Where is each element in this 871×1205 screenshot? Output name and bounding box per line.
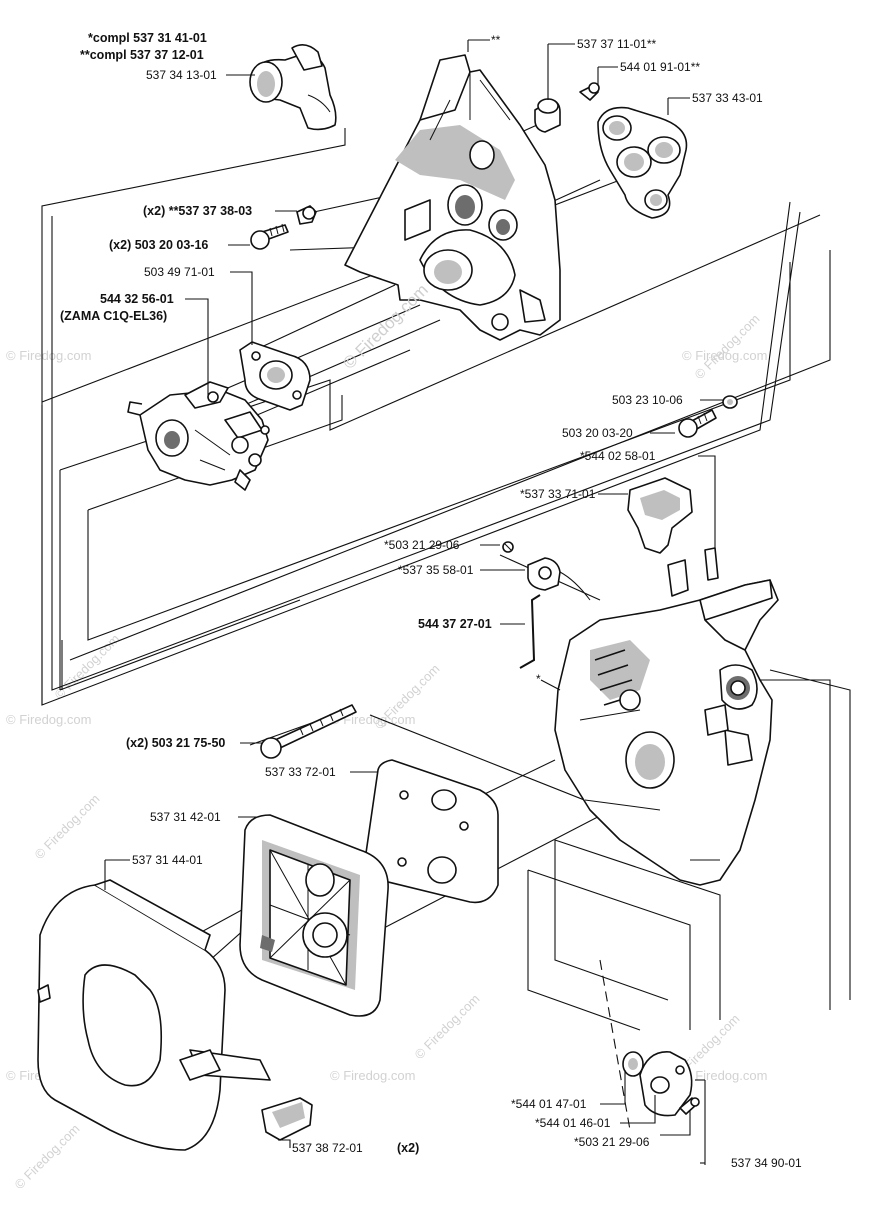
long-screw-part[interactable] — [260, 704, 357, 759]
label-part[interactable]: 544 32 56-01 — [100, 292, 174, 306]
washer-part[interactable] — [722, 395, 738, 409]
label-part[interactable]: (x2) **537 37 38-03 — [143, 204, 252, 218]
watermark: © Firedog.com — [330, 1068, 415, 1083]
air-filter-cover-part[interactable] — [37, 879, 271, 1151]
label-part[interactable]: *544 02 58-01 — [580, 449, 656, 463]
part-labels: *compl 537 31 41-01 **compl 537 37 12-01… — [60, 31, 802, 1170]
label-part[interactable]: 503 49 71-01 — [144, 265, 215, 279]
label-part[interactable]: 537 34 13-01 — [146, 68, 217, 82]
label-part[interactable]: *503 21 29-06 — [384, 538, 460, 552]
watermark: © Firedog.com — [12, 1121, 83, 1192]
washer-part[interactable] — [622, 1051, 644, 1077]
carburetor-part[interactable] — [127, 381, 270, 491]
label-part: * — [536, 672, 541, 686]
label-part[interactable]: 537 37 11-01** — [577, 37, 657, 51]
watermark: © Firedog.com — [32, 791, 103, 862]
assembly-lines — [41, 124, 851, 1131]
label-compl-2[interactable]: **compl 537 37 12-01 — [80, 48, 204, 62]
watermark: © Firedog.com — [6, 712, 91, 727]
air-filter-part[interactable] — [239, 814, 389, 1017]
carburetor-bracket-part[interactable] — [344, 54, 561, 341]
label-part-qty: (x2) — [397, 1141, 419, 1155]
label-part[interactable]: 503 23 10-06 — [612, 393, 683, 407]
label-part[interactable]: (x2) 503 20 03-16 — [109, 238, 208, 252]
screw-part[interactable] — [678, 409, 717, 438]
label-part[interactable]: (x2) 503 21 75-50 — [126, 736, 225, 750]
label-part[interactable]: 544 01 91-01** — [620, 60, 700, 74]
label-part[interactable]: 544 37 27-01 — [418, 617, 492, 631]
label-part[interactable]: 537 31 44-01 — [132, 853, 203, 867]
watermark-center: © Firedog.com — [339, 280, 431, 372]
carburetor-gasket-part[interactable] — [239, 341, 311, 411]
mounting-plate-part[interactable] — [639, 1051, 693, 1117]
leader-lines — [104, 39, 723, 1165]
watermark: © Firedog.com — [682, 348, 767, 363]
label-part[interactable]: 537 38 72-01 — [292, 1141, 363, 1155]
label-part[interactable]: *537 33 71-01 — [520, 487, 596, 501]
watermark: © Firedog.com — [682, 1068, 767, 1083]
label-part[interactable]: 537 31 42-01 — [150, 810, 221, 824]
watermark: © Firedog.com — [6, 348, 91, 363]
label-part[interactable]: 503 20 03-20 — [562, 426, 633, 440]
screw-part[interactable] — [296, 205, 317, 225]
screw-part[interactable] — [679, 1097, 700, 1115]
label-part[interactable]: *544 01 46-01 — [535, 1116, 611, 1130]
watermark: © Firedog.com — [412, 991, 483, 1062]
cover-clip-part[interactable] — [261, 1097, 313, 1141]
air-filter-housing-part[interactable] — [554, 579, 779, 886]
label-part[interactable]: 537 33 72-01 — [265, 765, 336, 779]
label-part-note: (ZAMA C1Q-EL36) — [60, 309, 167, 323]
label-part[interactable]: *537 35 58-01 — [398, 563, 474, 577]
watermark: © Firedog.com — [330, 712, 415, 727]
label-part[interactable]: 537 34 90-01 — [731, 1156, 802, 1170]
stop-switch-part[interactable] — [527, 557, 591, 601]
label-part[interactable]: ** — [491, 33, 501, 47]
label-compl-1[interactable]: *compl 537 31 41-01 — [88, 31, 207, 45]
screw-part[interactable] — [250, 223, 289, 250]
label-part[interactable]: *544 01 47-01 — [511, 1097, 587, 1111]
throttle-bracket-part[interactable] — [627, 477, 719, 597]
intake-elbow-part[interactable] — [249, 44, 337, 131]
filter-gasket-part[interactable] — [364, 759, 499, 904]
watermark: © Firedog.com — [692, 311, 763, 382]
intake-gasket-part[interactable] — [597, 106, 688, 219]
screw-part[interactable] — [579, 82, 600, 101]
label-part[interactable]: 537 33 43-01 — [692, 91, 763, 105]
label-part[interactable]: *503 21 29-06 — [574, 1135, 650, 1149]
bushing-part[interactable] — [534, 98, 561, 133]
screw-part[interactable] — [502, 541, 514, 553]
throttle-rod-part[interactable] — [519, 594, 541, 669]
